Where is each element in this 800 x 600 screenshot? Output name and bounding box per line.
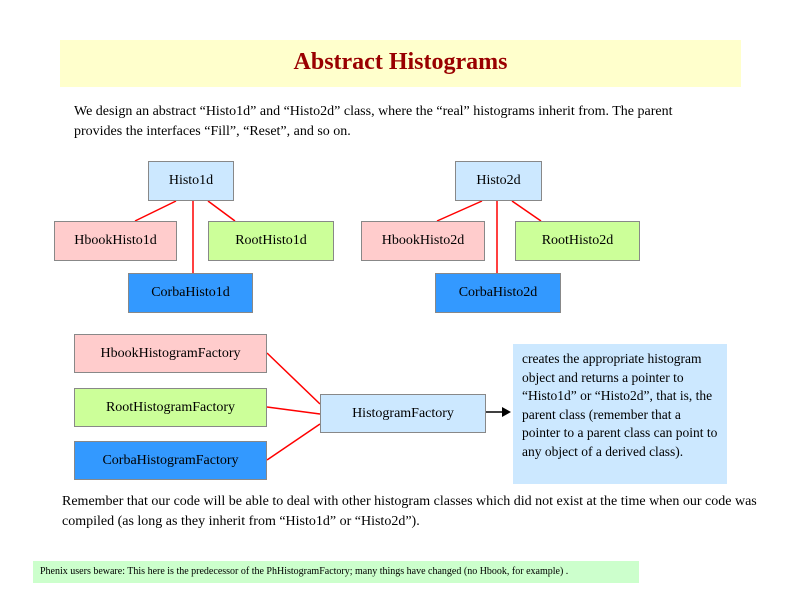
- corba-histo1d-box: CorbaHisto1d: [128, 273, 253, 313]
- histo2d-box: Histo2d: [455, 161, 542, 201]
- hbook-histo2d-box: HbookHisto2d: [361, 221, 485, 261]
- root-histo2d-box: RootHisto2d: [515, 221, 640, 261]
- root-factory-box: RootHistogramFactory: [74, 388, 267, 427]
- factory-note: creates the appropriate histogram object…: [513, 344, 727, 484]
- phenix-footer-note: Phenix users beware: This here is the pr…: [33, 561, 639, 583]
- corba-factory-box: CorbaHistogramFactory: [74, 441, 267, 480]
- connector-rootfactory: [266, 406, 321, 415]
- histogram-factory-box: HistogramFactory: [320, 394, 486, 433]
- connector-hbookfactory: [266, 352, 321, 405]
- connector-histo2d-hbook: [436, 200, 483, 222]
- connector-histo2d-root: [511, 200, 542, 222]
- root-histo1d-box: RootHisto1d: [208, 221, 334, 261]
- remember-text: Remember that our code will be able to d…: [62, 494, 757, 529]
- hbook-histo1d-box: HbookHisto1d: [54, 221, 177, 261]
- page-title: Abstract Histograms: [293, 49, 508, 75]
- corba-histo2d-box: CorbaHisto2d: [435, 273, 561, 313]
- arrow-head: [502, 407, 511, 417]
- intro-text: We design an abstract “Histo1d” and “His…: [74, 104, 673, 139]
- hbook-factory-box: HbookHistogramFactory: [74, 334, 267, 373]
- connector-histo1d-hbook: [134, 200, 177, 222]
- connector-corbafactory: [266, 423, 321, 461]
- title-banner: Abstract Histograms: [60, 40, 741, 87]
- histo1d-box: Histo1d: [148, 161, 234, 201]
- connector-histo1d-root: [207, 200, 236, 222]
